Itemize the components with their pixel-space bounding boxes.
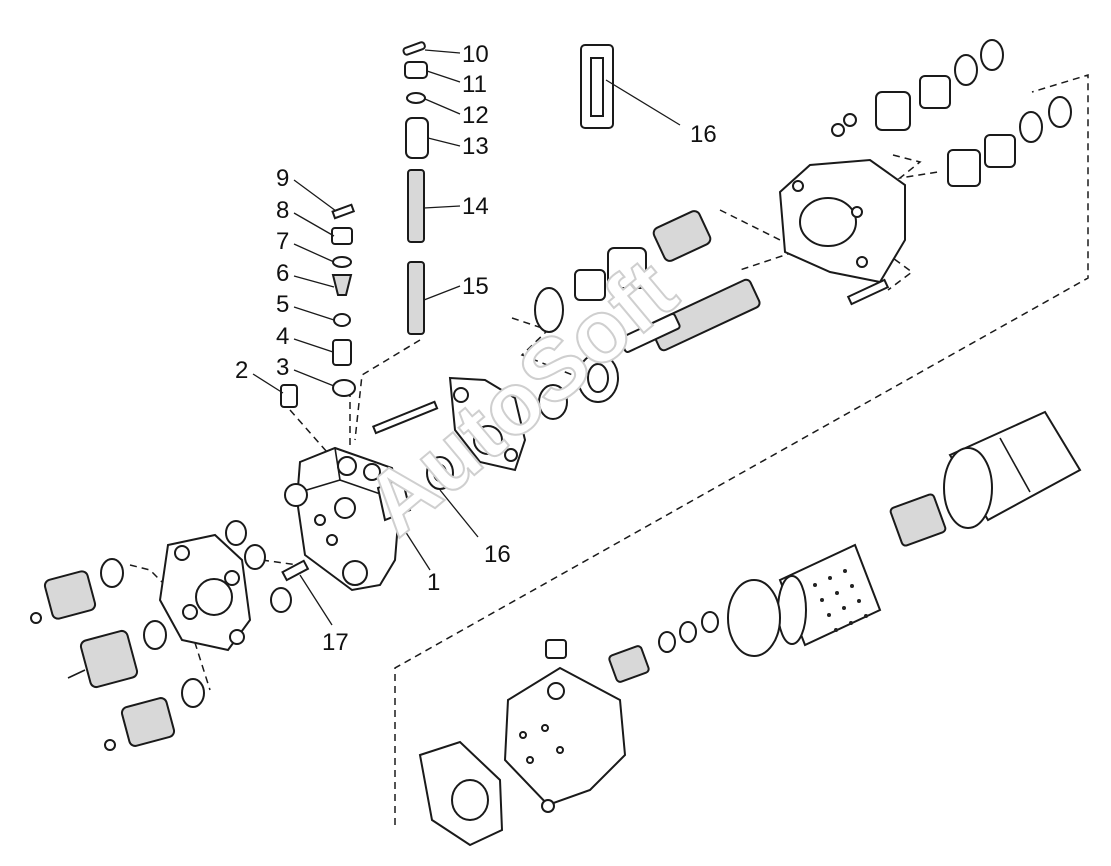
pin-17 bbox=[281, 559, 310, 582]
valve-parts-3-9 bbox=[331, 203, 356, 397]
callout-7: 7 bbox=[276, 228, 289, 255]
callout-9: 9 bbox=[276, 165, 289, 192]
filter-head-gasket bbox=[418, 740, 504, 847]
callout-3: 3 bbox=[276, 354, 289, 381]
callout-15: 15 bbox=[462, 273, 489, 300]
callout-16-lower: 16 bbox=[484, 541, 511, 568]
filter-spring bbox=[889, 493, 947, 547]
upper-bearings bbox=[574, 210, 712, 301]
filter-small-parts bbox=[608, 611, 719, 683]
left-o-rings bbox=[100, 520, 292, 708]
callout-17: 17 bbox=[322, 629, 349, 656]
callout-labels: 9 8 7 6 5 4 3 2 10 11 12 13 14 15 16 16 … bbox=[235, 41, 717, 656]
callout-12: 12 bbox=[462, 102, 489, 129]
filter-o-ring bbox=[727, 579, 781, 657]
leader-lines bbox=[252, 49, 681, 626]
seal-16-lower bbox=[426, 456, 454, 490]
plug-2 bbox=[280, 384, 298, 408]
callout-5: 5 bbox=[276, 291, 289, 318]
callout-6: 6 bbox=[276, 260, 289, 287]
sight-glass-16-upper bbox=[580, 44, 614, 129]
callout-1: 1 bbox=[427, 569, 440, 596]
filter-element bbox=[777, 543, 882, 647]
rear-bushings bbox=[831, 39, 1072, 187]
callout-10: 10 bbox=[462, 41, 489, 68]
callout-11: 11 bbox=[462, 71, 487, 98]
middle-plate bbox=[448, 376, 527, 472]
filter-can bbox=[943, 410, 1082, 529]
long-bolt bbox=[371, 400, 439, 435]
rear-housing bbox=[778, 158, 906, 306]
left-gears bbox=[30, 570, 176, 751]
callout-8: 8 bbox=[276, 197, 289, 224]
callout-16-upper: 16 bbox=[690, 121, 717, 148]
filter-head bbox=[503, 639, 627, 813]
front-cover-gasket bbox=[158, 533, 252, 652]
valve-parts-10-15 bbox=[402, 41, 429, 335]
callout-13: 13 bbox=[462, 133, 489, 160]
callout-2: 2 bbox=[235, 357, 248, 384]
watermark-text: AutoSoft bbox=[346, 239, 694, 554]
valve-body bbox=[284, 446, 412, 592]
callout-4: 4 bbox=[276, 323, 289, 350]
shaft-bearings bbox=[534, 287, 619, 420]
drive-shaft bbox=[619, 278, 761, 353]
callout-14: 14 bbox=[462, 193, 489, 220]
